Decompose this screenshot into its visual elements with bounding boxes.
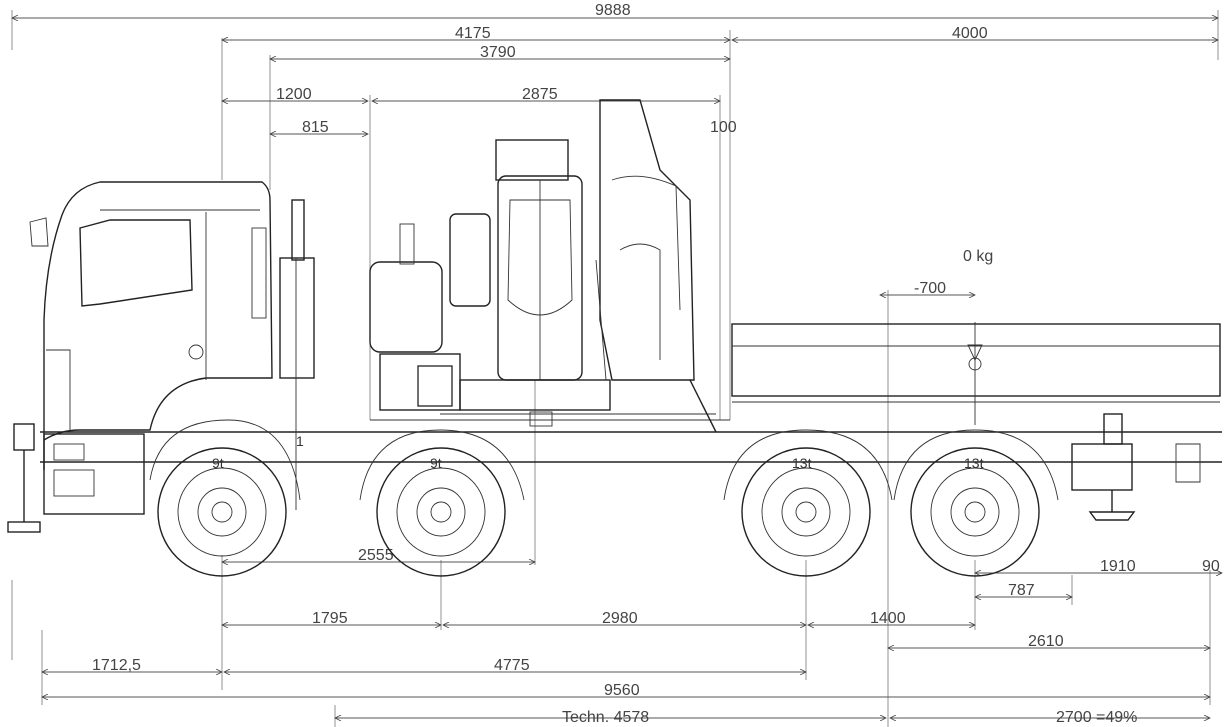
dim-rear-to-end: 2610 xyxy=(1028,633,1064,650)
dimension-labels: 9888 4175 4000 3790 1200 2875 100 815 25… xyxy=(92,2,1220,726)
dim-front-to-axle3: 4775 xyxy=(494,657,530,674)
axle-load-4: 13t xyxy=(964,455,984,471)
dim-crane-offset: 2555 xyxy=(358,547,394,564)
rear-support-leg xyxy=(1071,413,1201,521)
dim-axle-1-2: 1795 xyxy=(312,610,348,627)
cab xyxy=(29,181,273,515)
dim-cab-to-crane: 815 xyxy=(302,119,329,136)
dim-crane-width: 2875 xyxy=(522,86,558,103)
marker-label: 1 xyxy=(296,433,304,449)
dimension-lines xyxy=(12,10,1222,727)
front-support-leg xyxy=(7,423,41,533)
wheel-axle-2 xyxy=(376,447,506,577)
wheel-axle-3 xyxy=(741,447,871,577)
flatbed xyxy=(731,323,1221,403)
crane xyxy=(369,99,717,433)
axle-load-2: 9t xyxy=(430,455,442,471)
dim-axle-2-3: 2980 xyxy=(602,610,638,627)
dim-front-overhang: 1712,5 xyxy=(92,657,141,674)
dim-rear-overhang-top: 4000 xyxy=(952,25,988,42)
dim-technical: Techn. 4578 xyxy=(562,709,649,726)
dim-crane-clearance: 100 xyxy=(710,119,737,136)
dim-load-offset: -700 xyxy=(914,280,946,297)
dim-total-length: 9560 xyxy=(604,682,640,699)
dim-cab-gap: 1200 xyxy=(276,86,312,103)
wheel-axle-1 xyxy=(157,447,287,577)
dim-crane-to-rear-inner: 3790 xyxy=(480,44,516,61)
dim-rear-small: 787 xyxy=(1008,582,1035,599)
dim-overall-length: 9888 xyxy=(595,2,631,19)
dim-crane-to-rear-front: 4175 xyxy=(455,25,491,42)
axle-load-3: 13t xyxy=(792,455,812,471)
column xyxy=(279,199,315,510)
dim-rear-tip-end: 90 xyxy=(1202,558,1220,575)
dim-rear-tip: 1910 xyxy=(1100,558,1136,575)
dim-axle-3-4: 1400 xyxy=(870,610,906,627)
load-label: 0 kg xyxy=(963,248,993,265)
dim-payload-section: 2700 =49% xyxy=(1056,709,1137,726)
axle-load-1: 9t xyxy=(212,455,224,471)
truck-drawing xyxy=(7,99,1222,577)
load-center-marker xyxy=(967,322,983,425)
wheel-axle-4 xyxy=(910,447,1040,577)
axle-load-labels: 9t 9t 13t 13t 1 xyxy=(212,433,984,471)
